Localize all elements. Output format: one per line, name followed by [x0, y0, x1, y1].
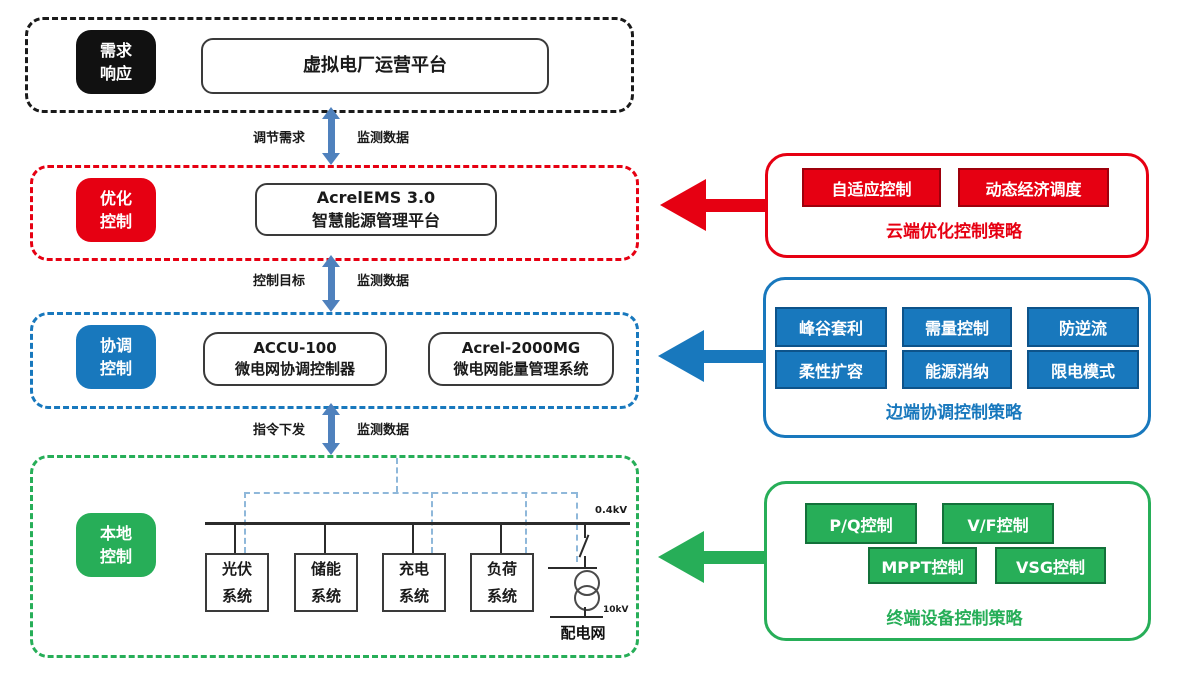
- bar: [550, 616, 603, 618]
- bar: [548, 567, 597, 569]
- terminal-chip-2: V/F控制: [942, 503, 1054, 544]
- coordinate-layer-tag: 协调 控制: [76, 325, 156, 389]
- terminal-chip-3-label: MPPT控制: [881, 557, 964, 577]
- load-line2: 系统: [486, 586, 517, 605]
- cloud-chip-2: 动态经济调度: [958, 168, 1109, 207]
- edge-chip-5: 能源消纳: [902, 350, 1012, 389]
- cloud-chip-1-label: 自适应控制: [831, 179, 912, 199]
- load-system-box: 负荷 系统: [470, 553, 534, 612]
- feeder-line: [234, 524, 236, 553]
- transformer-icon: [574, 585, 600, 611]
- coordinate-tag-line1: 协调: [99, 335, 132, 355]
- cloud-chip-2-label: 动态经济调度: [985, 179, 1082, 199]
- link3-up-label: 监测数据: [357, 423, 410, 438]
- local-tag-line1: 本地: [99, 523, 132, 543]
- feeder-line: [324, 524, 326, 553]
- feeder-line: [500, 524, 502, 553]
- edge-chip-1: 峰谷套利: [775, 307, 887, 347]
- link1-down-label: 调节需求: [252, 131, 305, 146]
- acrel2000mg-box: Acrel-2000MG 微电网能量管理系统: [428, 332, 614, 386]
- up-down-arrow-icon: [322, 403, 340, 455]
- vpp-platform-label: 虚拟电厂运营平台: [303, 55, 447, 77]
- left-arrow-icon: [660, 179, 766, 231]
- edge-panel-caption: 边端协调控制策略: [886, 403, 1022, 423]
- pv-line1: 光伏: [221, 560, 252, 579]
- link3-down-label: 指令下发: [252, 423, 305, 438]
- feeder-line: [412, 524, 414, 553]
- up-down-arrow-icon: [322, 107, 340, 165]
- link2-down-label: 控制目标: [252, 274, 305, 289]
- load-line1: 负荷: [486, 560, 517, 579]
- acrel2000mg-line2: 微电网能量管理系统: [453, 360, 589, 378]
- terminal-panel-caption: 终端设备控制策略: [886, 609, 1023, 629]
- storage-system-box: 储能 系统: [294, 553, 358, 612]
- local-layer-tag: 本地 控制: [76, 513, 156, 577]
- edge-chip-4-label: 柔性扩容: [798, 361, 863, 381]
- charging-line2: 系统: [398, 586, 429, 605]
- link2-up-label: 监测数据: [357, 274, 410, 289]
- left-arrow-icon: [658, 531, 764, 583]
- comm-line: [576, 492, 578, 562]
- grid-label: 配电网: [560, 624, 606, 642]
- coordinate-tag-line2: 控制: [99, 359, 132, 378]
- edge-chip-6: 限电模式: [1027, 350, 1139, 389]
- grid-line: [584, 556, 586, 568]
- vpp-platform-box: 虚拟电厂运营平台: [201, 38, 549, 94]
- terminal-chip-4: VSG控制: [995, 547, 1106, 584]
- local-tag-line2: 控制: [99, 547, 132, 566]
- up-down-arrow-icon: [322, 255, 340, 312]
- pv-system-box: 光伏 系统: [205, 553, 269, 612]
- accu100-line2: 微电网协调控制器: [234, 360, 355, 378]
- edge-chip-6-label: 限电模式: [1050, 361, 1115, 381]
- cloud-chip-1: 自适应控制: [802, 168, 941, 207]
- edge-chip-3: 防逆流: [1027, 307, 1139, 347]
- edge-chip-2-label: 需量控制: [924, 319, 989, 338]
- terminal-chip-1: P/Q控制: [805, 503, 917, 544]
- optimize-layer-tag: 优化 控制: [76, 178, 156, 242]
- bus-voltage-label: 0.4kV: [595, 505, 628, 516]
- comm-line: [396, 458, 398, 492]
- edge-chip-2: 需量控制: [902, 307, 1012, 347]
- terminal-chip-1-label: P/Q控制: [829, 515, 893, 535]
- grid-line: [584, 607, 586, 617]
- comm-line: [244, 492, 577, 494]
- acrelems-box: AcrelEMS 3.0 智慧能源管理平台: [255, 183, 497, 236]
- grid-line: [584, 524, 586, 538]
- grid-voltage-label: 10kV: [603, 605, 629, 615]
- accu100-line1: ACCU-100: [253, 339, 337, 357]
- demand-tag-line2: 响应: [99, 64, 132, 83]
- edge-chip-4: 柔性扩容: [775, 350, 887, 389]
- accu100-box: ACCU-100 微电网协调控制器: [203, 332, 387, 386]
- demand-layer-tag: 需求 响应: [76, 30, 156, 94]
- optimize-tag-line2: 控制: [99, 212, 132, 231]
- charging-system-box: 充电 系统: [382, 553, 446, 612]
- edge-chip-3-label: 防逆流: [1058, 319, 1107, 338]
- terminal-chip-4-label: VSG控制: [1015, 557, 1086, 577]
- optimize-tag-line1: 优化: [99, 188, 132, 208]
- edge-chip-5-label: 能源消纳: [924, 361, 989, 381]
- acrelems-line2: 智慧能源管理平台: [311, 210, 440, 230]
- local-layer-frame: [30, 455, 639, 658]
- busbar-0-4kv: [205, 522, 630, 525]
- cloud-panel-caption: 云端优化控制策略: [886, 222, 1022, 242]
- pv-line2: 系统: [221, 586, 252, 605]
- link1-up-label: 监测数据: [357, 131, 410, 146]
- demand-tag-line1: 需求: [99, 40, 132, 60]
- storage-line2: 系统: [310, 586, 341, 605]
- acrel2000mg-line1: Acrel-2000MG: [461, 339, 581, 357]
- edge-chip-1-label: 峰谷套利: [798, 319, 863, 338]
- left-arrow-icon: [658, 330, 764, 382]
- terminal-chip-2-label: V/F控制: [967, 515, 1029, 535]
- charging-line1: 充电: [398, 560, 429, 579]
- acrelems-line1: AcrelEMS 3.0: [316, 188, 436, 208]
- storage-line1: 储能: [310, 560, 341, 579]
- terminal-chip-3: MPPT控制: [868, 547, 977, 584]
